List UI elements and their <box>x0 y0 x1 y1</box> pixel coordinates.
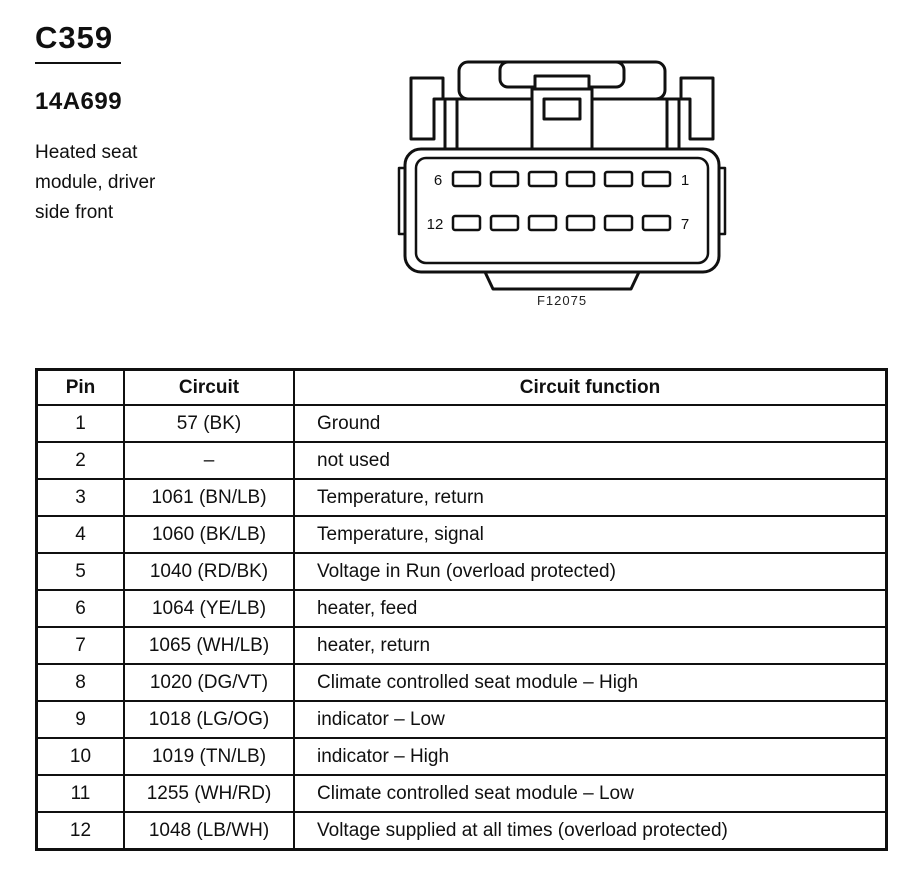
pin-slot <box>565 170 596 188</box>
pin-slot <box>527 214 558 232</box>
connector-right-tab <box>679 76 715 141</box>
connector-diagram-svg: 6 1 12 7 <box>397 60 727 291</box>
pin-cell: 2 <box>35 441 125 480</box>
table-row: 2–not used <box>35 441 888 480</box>
description-line: module, driver <box>35 172 156 193</box>
pin-slot <box>451 214 482 232</box>
connector-base <box>483 270 641 291</box>
description-line: side front <box>35 202 114 223</box>
circuit-cell: – <box>123 441 295 480</box>
circuit-cell: 1040 (RD/BK) <box>123 552 295 591</box>
function-cell: Temperature, return <box>293 478 888 517</box>
circuit-cell: 1048 (LB/WH) <box>123 811 295 851</box>
header-function: Circuit function <box>293 368 888 406</box>
pin-cell: 11 <box>35 774 125 813</box>
pin-slot <box>489 214 520 232</box>
pin-cell: 6 <box>35 589 125 628</box>
connector-id-title: C359 <box>35 20 122 64</box>
pin-cell: 10 <box>35 737 125 776</box>
pin-slot <box>641 170 672 188</box>
circuit-cell: 57 (BK) <box>123 404 295 443</box>
connector-center-latch-slot <box>542 97 582 121</box>
circuit-cell: 1065 (WH/LB) <box>123 626 295 665</box>
function-cell: indicator – Low <box>293 700 888 739</box>
connector-body-inner <box>414 156 710 265</box>
pin-number-top-right: 1 <box>681 172 689 189</box>
pinout-table-head: Pin Circuit Circuit function <box>35 368 888 406</box>
function-cell: heater, feed <box>293 589 888 628</box>
connector-drawing: 6 1 12 7 <box>396 56 728 294</box>
circuit-cell: 1020 (DG/VT) <box>123 663 295 702</box>
pin-slot <box>603 214 634 232</box>
function-cell: Ground <box>293 404 888 443</box>
pin-number-top-left: 6 <box>434 172 442 189</box>
pin-cell: 9 <box>35 700 125 739</box>
pin-cell: 1 <box>35 404 125 443</box>
pin-slot <box>527 170 558 188</box>
circuit-cell: 1018 (LG/OG) <box>123 700 295 739</box>
pin-cell: 3 <box>35 478 125 517</box>
pin-cell: 7 <box>35 626 125 665</box>
pin-slot <box>641 214 672 232</box>
circuit-cell: 1060 (BK/LB) <box>123 515 295 554</box>
function-cell: not used <box>293 441 888 480</box>
function-cell: Temperature, signal <box>293 515 888 554</box>
function-cell: Climate controlled seat module – Low <box>293 774 888 813</box>
pin-cell: 5 <box>35 552 125 591</box>
pin-slot <box>451 170 482 188</box>
connector-left-tab <box>409 76 445 141</box>
function-cell: heater, return <box>293 626 888 665</box>
connector-description: Heated seat module, driver side front <box>35 138 155 228</box>
function-cell: Climate controlled seat module – High <box>293 663 888 702</box>
circuit-cell: 1019 (TN/LB) <box>123 737 295 776</box>
figure-label: F12075 <box>536 293 588 308</box>
description-line: Heated seat <box>35 142 138 163</box>
header-row: Pin Circuit Circuit function <box>35 368 888 406</box>
header-pin: Pin <box>35 368 125 406</box>
header-circuit: Circuit <box>123 368 295 406</box>
circuit-cell: 1061 (BN/LB) <box>123 478 295 517</box>
pin-cell: 8 <box>35 663 125 702</box>
pin-slot <box>565 214 596 232</box>
pin-number-bottom-right: 7 <box>681 216 689 233</box>
pin-slot <box>603 170 634 188</box>
pin-slot <box>489 170 520 188</box>
part-number: 14A699 <box>35 88 123 115</box>
circuit-cell: 1255 (WH/RD) <box>123 774 295 813</box>
circuit-cell: 1064 (YE/LB) <box>123 589 295 628</box>
pin-number-bottom-left: 12 <box>427 216 444 233</box>
function-cell: Voltage in Run (overload protected) <box>293 552 888 591</box>
function-cell: indicator – High <box>293 737 888 776</box>
function-cell: Voltage supplied at all times (overload … <box>293 811 888 851</box>
pin-cell: 12 <box>35 811 125 851</box>
pin-cell: 4 <box>35 515 125 554</box>
